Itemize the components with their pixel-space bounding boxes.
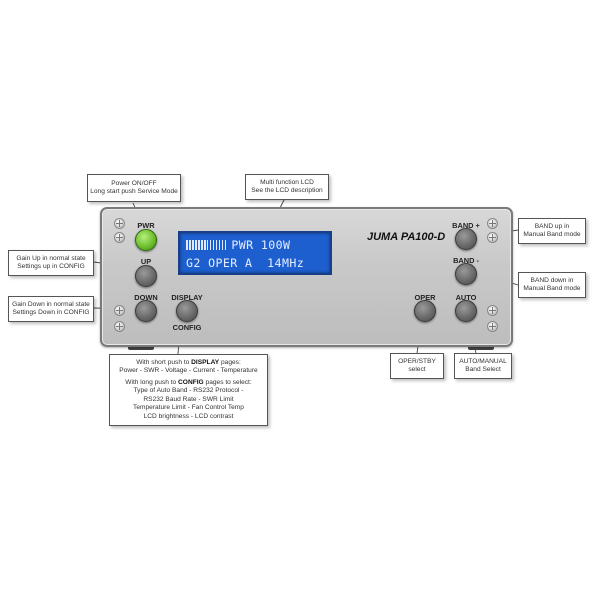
bargraph-segment	[188, 240, 191, 250]
down-button[interactable]	[135, 300, 157, 322]
device-foot-left	[128, 345, 154, 350]
lcd-line-1-text: PWR 100W	[231, 238, 291, 252]
bargraph-segment	[200, 240, 203, 250]
callout-band-up: BAND up in Manual Band mode	[518, 218, 586, 244]
callout-lcd: Multi function LCD See the LCD descripti…	[245, 174, 329, 200]
bargraph-segment	[194, 240, 197, 250]
bargraph-segment	[209, 240, 212, 250]
callout-gain-down: Gain Down in normal state Settings Down …	[8, 296, 94, 322]
up-label: UP	[140, 257, 152, 266]
bargraph-segment	[221, 240, 224, 250]
display-label: DISPLAY	[171, 293, 203, 302]
band-minus-label: BAND -	[453, 256, 479, 265]
screw-icon	[114, 321, 125, 332]
bargraph-segment	[197, 240, 200, 250]
display-config-button[interactable]	[176, 300, 198, 322]
device-foot-right	[468, 345, 494, 350]
screw-icon	[487, 218, 498, 229]
config-label: CONFIG	[172, 323, 202, 332]
brand-logo: JUMA PA100-D	[367, 231, 446, 243]
down-label: DOWN	[134, 293, 158, 302]
auto-label: AUTO	[455, 293, 477, 302]
bargraph-segment	[186, 240, 188, 250]
bargraph-segment	[206, 240, 209, 250]
auto-button[interactable]	[455, 300, 477, 322]
lcd-line-1: PWR 100W	[186, 236, 324, 254]
callout-power: Power ON/OFF Long start push Service Mod…	[87, 174, 181, 202]
screw-icon	[487, 232, 498, 243]
bargraph-segment	[224, 240, 227, 250]
oper-button[interactable]	[414, 300, 436, 322]
bargraph-segment	[203, 240, 206, 250]
screw-icon	[114, 232, 125, 243]
band-plus-button[interactable]	[455, 228, 477, 250]
bargraph-segment	[212, 240, 215, 250]
screw-icon	[114, 218, 125, 229]
pwr-label: PWR	[137, 221, 155, 230]
screw-icon	[487, 321, 498, 332]
up-button[interactable]	[135, 265, 157, 287]
screw-icon	[487, 305, 498, 316]
callout-oper: OPER/STBY select	[390, 353, 444, 379]
bargraph-segment	[215, 240, 218, 250]
bargraph-segment	[191, 240, 194, 250]
screw-icon	[114, 305, 125, 316]
lcd-line-2: G2 OPER A 14MHz	[186, 254, 324, 272]
power-bargraph	[186, 240, 227, 250]
callout-display-config: With short push to DISPLAY pages: Power …	[109, 354, 268, 426]
lcd-display: PWR 100W G2 OPER A 14MHz	[178, 231, 332, 275]
band-minus-button[interactable]	[455, 263, 477, 285]
callout-band-down: BAND down in Manual Band mode	[518, 272, 586, 298]
band-plus-label: BAND +	[452, 221, 480, 230]
callout-auto: AUTO/MANUAL Band Select	[454, 353, 512, 379]
device-front-panel	[100, 207, 513, 347]
callout-gain-up: Gain Up in normal state Settings up in C…	[8, 250, 94, 276]
lcd-line-2-text: G2 OPER A 14MHz	[186, 256, 305, 270]
pwr-button[interactable]	[135, 229, 157, 251]
bargraph-segment	[218, 240, 221, 250]
oper-label: OPER	[414, 293, 436, 302]
